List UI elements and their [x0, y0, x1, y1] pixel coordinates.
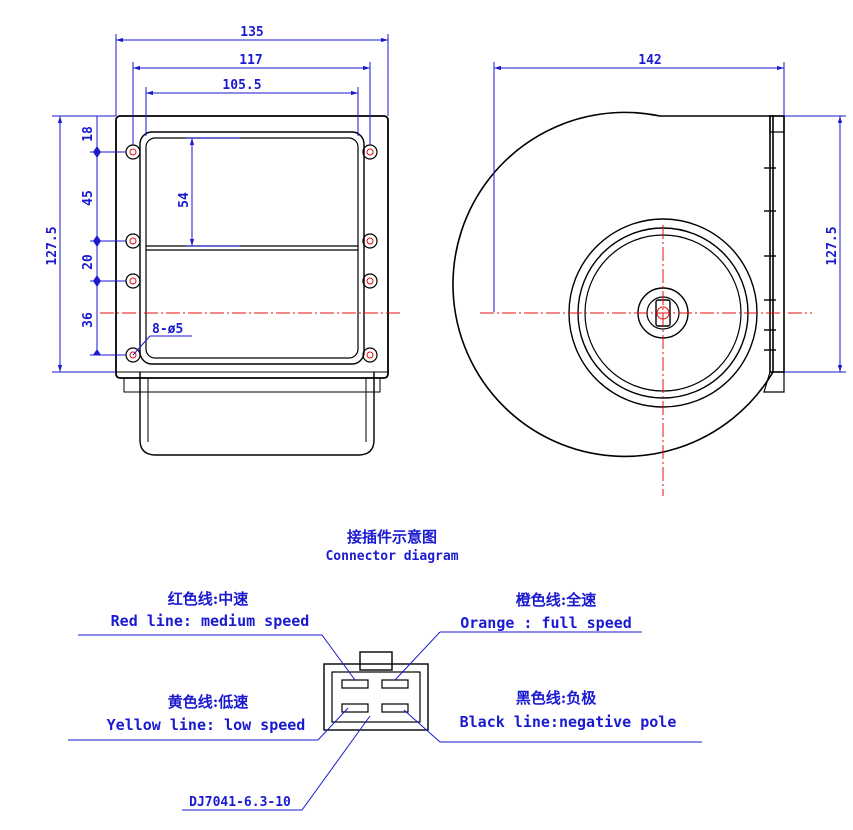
front-view: 135 117 105.5 54 127.5	[45, 25, 402, 456]
front-v-dims: 127.5 18 45 20 36	[45, 115, 126, 373]
dim-54: 54	[177, 192, 192, 208]
label-yellow-en: Yellow line: low speed	[107, 716, 306, 734]
leader-part	[182, 715, 371, 811]
label-orange-en: Orange : full speed	[460, 614, 632, 632]
connector-plug	[323, 651, 429, 731]
leader-yellow	[68, 707, 349, 741]
hole-br	[362, 347, 378, 363]
pin-orange	[381, 679, 409, 689]
dim-135: 135	[240, 25, 263, 40]
dim-holes: 8-ø5	[152, 322, 183, 337]
connector-section: 接插件示意图 Connector diagram 红色线:中速 Red line…	[68, 528, 702, 811]
dim-36: 36	[81, 312, 96, 328]
hole-callout: 8-ø5	[132, 322, 192, 356]
dim-45: 45	[81, 190, 96, 206]
motor-body-lines	[147, 378, 367, 442]
hole-tl	[125, 144, 141, 160]
outlet-flange	[769, 115, 785, 373]
pin-black	[381, 703, 409, 713]
label-orange-cn: 橙色线:全速	[516, 591, 597, 609]
dim-127-5-side: 127.5	[825, 226, 840, 265]
scroll-housing	[452, 111, 774, 458]
dim-105-5: 105.5	[222, 78, 261, 93]
side-width-dim: 142	[493, 53, 785, 312]
hole-ml1	[125, 233, 141, 249]
opening-divider	[146, 245, 358, 251]
flange-plate	[115, 115, 389, 379]
leader-black	[403, 709, 702, 743]
leader-orange	[394, 631, 441, 681]
dim-142: 142	[638, 53, 661, 68]
label-black-en: Black line:negative pole	[460, 713, 677, 731]
pin-red	[341, 679, 369, 689]
front-h-dims: 135 117 105.5	[115, 25, 389, 145]
hole-ml2	[125, 273, 141, 289]
opening-inner	[145, 137, 359, 359]
front-inner-height-dim: 54	[177, 137, 240, 247]
side-view: 142 127.5	[452, 53, 846, 496]
dim-18: 18	[81, 126, 96, 142]
label-black-cn: 黑色线:负极	[516, 689, 598, 707]
side-height-dim: 127.5	[784, 115, 846, 373]
plug-inner	[331, 671, 421, 723]
plug-latch	[359, 651, 393, 671]
pin-yellow	[341, 703, 369, 713]
label-red-cn: 红色线:中速	[168, 590, 249, 608]
connector-title-en: Connector diagram	[325, 549, 458, 564]
outlet-tab-top	[769, 115, 785, 133]
label-yellow-cn: 黄色线:低速	[168, 693, 249, 711]
connector-leaders	[68, 631, 702, 811]
opening-outer	[139, 131, 365, 365]
flange-bottom	[116, 371, 388, 393]
outlet-tab-bottom	[763, 371, 785, 393]
hole-mr2	[362, 273, 378, 289]
label-part-no: DJ7041-6.3-10	[189, 795, 291, 810]
plug-outer	[323, 663, 429, 731]
outlet-slots	[764, 167, 776, 351]
leader-red	[78, 634, 356, 681]
hole-mr1	[362, 233, 378, 249]
dim-20: 20	[81, 254, 96, 270]
connector-title-cn: 接插件示意图	[347, 528, 437, 546]
hole-tr	[362, 144, 378, 160]
label-red-en: Red line: medium speed	[111, 612, 310, 630]
dim-127-5-front: 127.5	[45, 226, 60, 265]
motor-body	[139, 372, 375, 456]
dim-117: 117	[239, 53, 262, 68]
